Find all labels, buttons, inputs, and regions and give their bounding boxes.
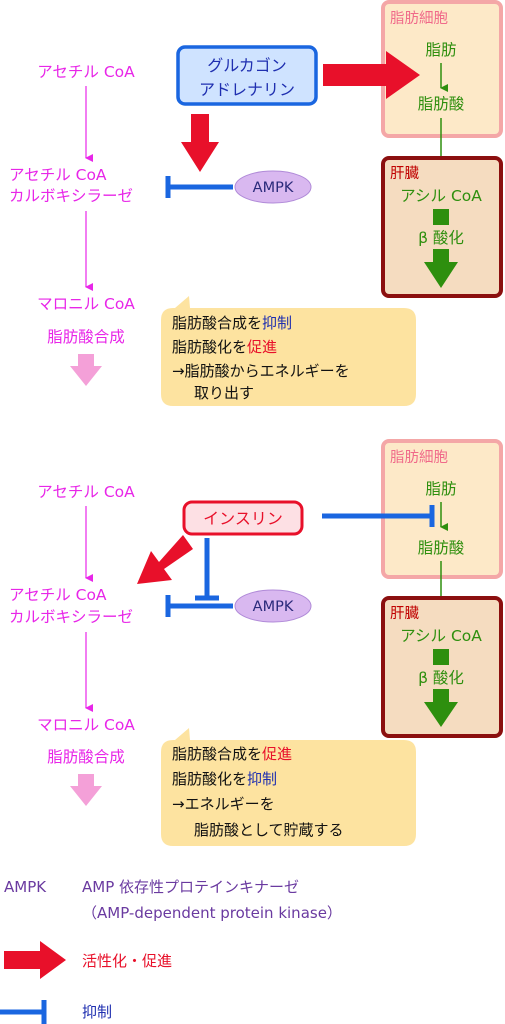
adipocyte-box: 脂肪細胞 脂肪 脂肪酸 xyxy=(381,439,503,579)
legend-inhibit-label: 抑制 xyxy=(82,1003,112,1021)
fat-label: 脂肪 xyxy=(425,41,456,59)
note-line-2: 脂肪酸化を促進 xyxy=(172,338,277,356)
fatty-acid-label: 脂肪酸 xyxy=(418,539,465,557)
legend-activate-arrow xyxy=(4,941,66,979)
liver-title: 肝臓 xyxy=(390,165,419,182)
beta-ox-arrow-top xyxy=(433,209,449,225)
activate-ampk-arrow xyxy=(181,114,219,172)
adrenaline-label: アドレナリン xyxy=(199,80,295,99)
fat-label: 脂肪 xyxy=(425,480,456,498)
beta-ox-arrow-down xyxy=(424,249,458,288)
adipocyte-box: 脂肪細胞 脂肪 脂肪酸 xyxy=(381,0,503,138)
acc-label-2: カルボキシラーゼ xyxy=(9,608,133,626)
fa-synthesis-label: 脂肪酸合成 xyxy=(47,328,125,346)
ampk-node-top: AMPK xyxy=(234,170,312,204)
note-line-4: 脂肪酸として貯蔵する xyxy=(194,821,344,839)
legend-activate-label: 活性化・促進 xyxy=(82,952,172,970)
note-line-4: 取り出す xyxy=(194,384,254,402)
note-line-3: →脂肪酸からエネルギーを xyxy=(172,362,350,380)
fatty-acid-label: 脂肪酸 xyxy=(418,95,465,113)
insulin-box: インスリン xyxy=(182,500,304,536)
ampk-node-bottom: AMPK xyxy=(234,589,312,623)
legend-ampk-full: AMP 依存性プロテインキナーゼ xyxy=(82,878,299,896)
activate-adipocyte-arrow xyxy=(323,51,420,99)
glucagon-box: グルカゴン アドレナリン xyxy=(176,45,318,106)
note-line-3: →エネルギーを xyxy=(172,795,275,813)
legend-ampk-english: （AMP-dependent protein kinase） xyxy=(82,904,342,922)
liver-box: 肝臓 アシル CoA β 酸化 xyxy=(381,596,503,738)
beta-ox-label: β 酸化 xyxy=(418,669,464,687)
acetyl-coa-label: アセチル CoA xyxy=(37,483,135,501)
fa-synthesis-down-arrow xyxy=(70,354,102,386)
acetyl-coa-label: アセチル CoA xyxy=(37,63,135,81)
beta-ox-arrow-down xyxy=(424,689,458,727)
acyl-coa-label: アシル CoA xyxy=(400,187,482,205)
legend: AMPK AMP 依存性プロテインキナーゼ （AMP-dependent pro… xyxy=(0,878,342,1024)
acyl-coa-label: アシル CoA xyxy=(400,627,482,645)
panel-bottom: 脂肪細胞 脂肪 脂肪酸 肝臓 アシル CoA β 酸化 インスリン xyxy=(9,439,503,846)
note-line-2: 脂肪酸化を抑制 xyxy=(172,770,277,788)
adipocyte-title: 脂肪細胞 xyxy=(390,10,448,27)
beta-ox-label: β 酸化 xyxy=(418,229,464,247)
acc-label-1: アセチル CoA xyxy=(9,586,107,604)
fa-synthesis-down-arrow xyxy=(70,774,102,806)
activate-acc-arrow xyxy=(137,535,193,584)
adipocyte-title: 脂肪細胞 xyxy=(390,449,448,466)
note-line-1: 脂肪酸合成を抑制 xyxy=(172,314,292,332)
note-bubble-top: 脂肪酸合成を抑制 脂肪酸化を促進 →脂肪酸からエネルギーを 取り出す xyxy=(161,296,416,406)
panel-top: 脂肪細胞 脂肪 脂肪酸 肝臓 アシル CoA β 酸化 グルカゴン アドレナリン xyxy=(9,0,503,406)
note-line-1: 脂肪酸合成を促進 xyxy=(172,745,292,763)
liver-title: 肝臓 xyxy=(390,605,419,622)
legend-ampk-abbr: AMPK xyxy=(4,878,47,896)
glucagon-label: グルカゴン xyxy=(207,56,287,75)
note-bubble-bottom: 脂肪酸合成を促進 脂肪酸化を抑制 →エネルギーを 脂肪酸として貯蔵する xyxy=(161,728,416,846)
liver-box: 肝臓 アシル CoA β 酸化 xyxy=(381,156,503,298)
ampk-label: AMPK xyxy=(253,180,294,196)
malonyl-coa-label: マロニル CoA xyxy=(37,716,135,734)
insulin-label: インスリン xyxy=(203,509,283,528)
fa-synthesis-label: 脂肪酸合成 xyxy=(47,748,125,766)
ampk-label: AMPK xyxy=(253,599,294,615)
acc-label-2: カルボキシラーゼ xyxy=(9,187,133,205)
beta-ox-arrow-top xyxy=(433,649,449,665)
acc-label-1: アセチル CoA xyxy=(9,166,107,184)
malonyl-coa-label: マロニル CoA xyxy=(37,295,135,313)
